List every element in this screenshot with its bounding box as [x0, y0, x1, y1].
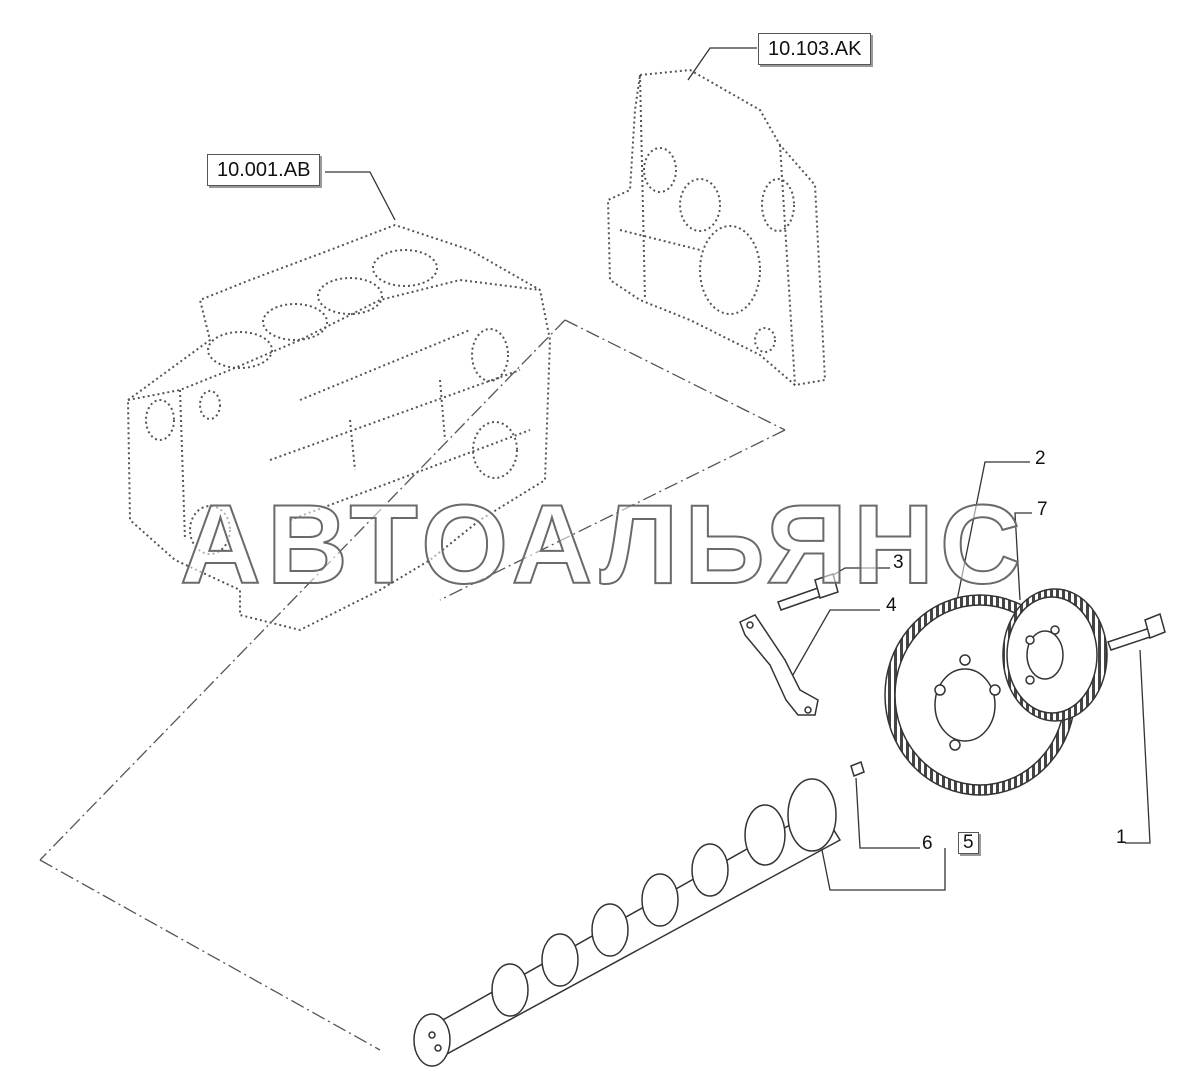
gear-part-7 — [1002, 588, 1108, 722]
ref-engine-block[interactable]: 10.001.AB — [207, 154, 321, 186]
callout-1: 1 — [1116, 827, 1127, 848]
engine-block — [126, 223, 552, 632]
watermark-text: АВТОАЛЬЯНС — [179, 481, 1027, 608]
bolt-part-3 — [777, 573, 839, 611]
leader-lines — [325, 47, 1151, 891]
callout-3: 3 — [893, 552, 904, 573]
timing-cover — [606, 68, 827, 387]
callout-2: 2 — [1035, 448, 1046, 469]
bolt-part-1 — [1107, 612, 1166, 651]
ref-timing-cover[interactable]: 10.103.AK — [758, 33, 872, 65]
callout-7: 7 — [1037, 499, 1048, 520]
camshaft-part-5 — [413, 778, 842, 1067]
assembly-envelope — [39, 319, 786, 1051]
callout-5: 5 — [958, 832, 979, 854]
callout-6: 6 — [922, 833, 933, 854]
callout-4: 4 — [886, 595, 897, 616]
pin-part-6 — [850, 760, 865, 778]
plate-part-4 — [739, 614, 819, 716]
